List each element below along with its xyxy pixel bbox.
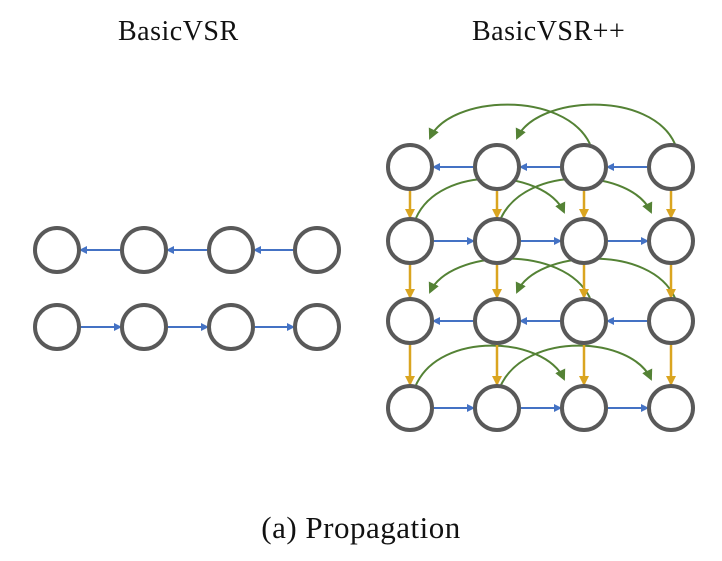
figure-caption: (a) Propagation	[261, 510, 461, 545]
basicvsrpp-node-r2-c1	[473, 297, 521, 345]
basicvsrpp-node-r3-c1	[473, 384, 521, 432]
basicvsrpp-node-r3-c0	[386, 384, 434, 432]
basicvsr-node-r1-c0	[33, 303, 81, 351]
basicvsrpp-node-r0-c0	[386, 143, 434, 191]
basicvsrpp-node-r0-c1	[473, 143, 521, 191]
basicvsrpp-green-arc	[500, 344, 653, 386]
basicvsr-node-r1-c2	[207, 303, 255, 351]
basicvsrpp-green-arc	[428, 257, 591, 299]
basicvsr-title: BasicVSR	[118, 16, 239, 47]
basicvsrpp-node-r2-c0	[386, 297, 434, 345]
basicvsr-node-r0-c2	[207, 226, 255, 274]
basicvsrpp-node-r1-c3	[647, 217, 695, 265]
basicvsrpp-node-r1-c0	[386, 217, 434, 265]
basicvsrpp-node-r0-c3	[647, 143, 695, 191]
basicvsr-node-r0-c3	[293, 226, 341, 274]
basicvsrpp-node-r1-c2	[560, 217, 608, 265]
basicvsr-plus-plus-title: BasicVSR++	[472, 16, 626, 47]
basicvsr-node-r1-c3	[293, 303, 341, 351]
basicvsrpp-green-arc	[515, 103, 676, 145]
basicvsr-node-r0-c0	[33, 226, 81, 274]
basicvsrpp-node-r3-c2	[560, 384, 608, 432]
basicvsrpp-green-arc	[428, 103, 591, 145]
basicvsrpp-node-r3-c3	[647, 384, 695, 432]
basicvsrpp-node-r2-c3	[647, 297, 695, 345]
basicvsrpp-node-r1-c1	[473, 217, 521, 265]
basicvsr-node-r0-c1	[120, 226, 168, 274]
basicvsrpp-green-arc	[415, 344, 566, 386]
basicvsr-node-r1-c1	[120, 303, 168, 351]
basicvsrpp-node-r2-c2	[560, 297, 608, 345]
basicvsrpp-node-r0-c2	[560, 143, 608, 191]
basicvsrpp-green-arc	[515, 257, 676, 299]
